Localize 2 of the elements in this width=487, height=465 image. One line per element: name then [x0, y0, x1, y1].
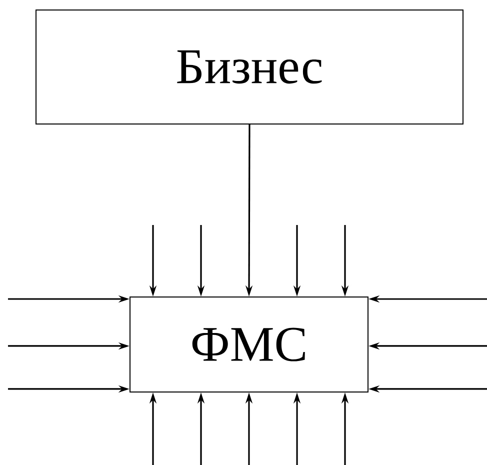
box: ФМС — [130, 296, 368, 392]
box: Бизнес — [36, 10, 464, 124]
